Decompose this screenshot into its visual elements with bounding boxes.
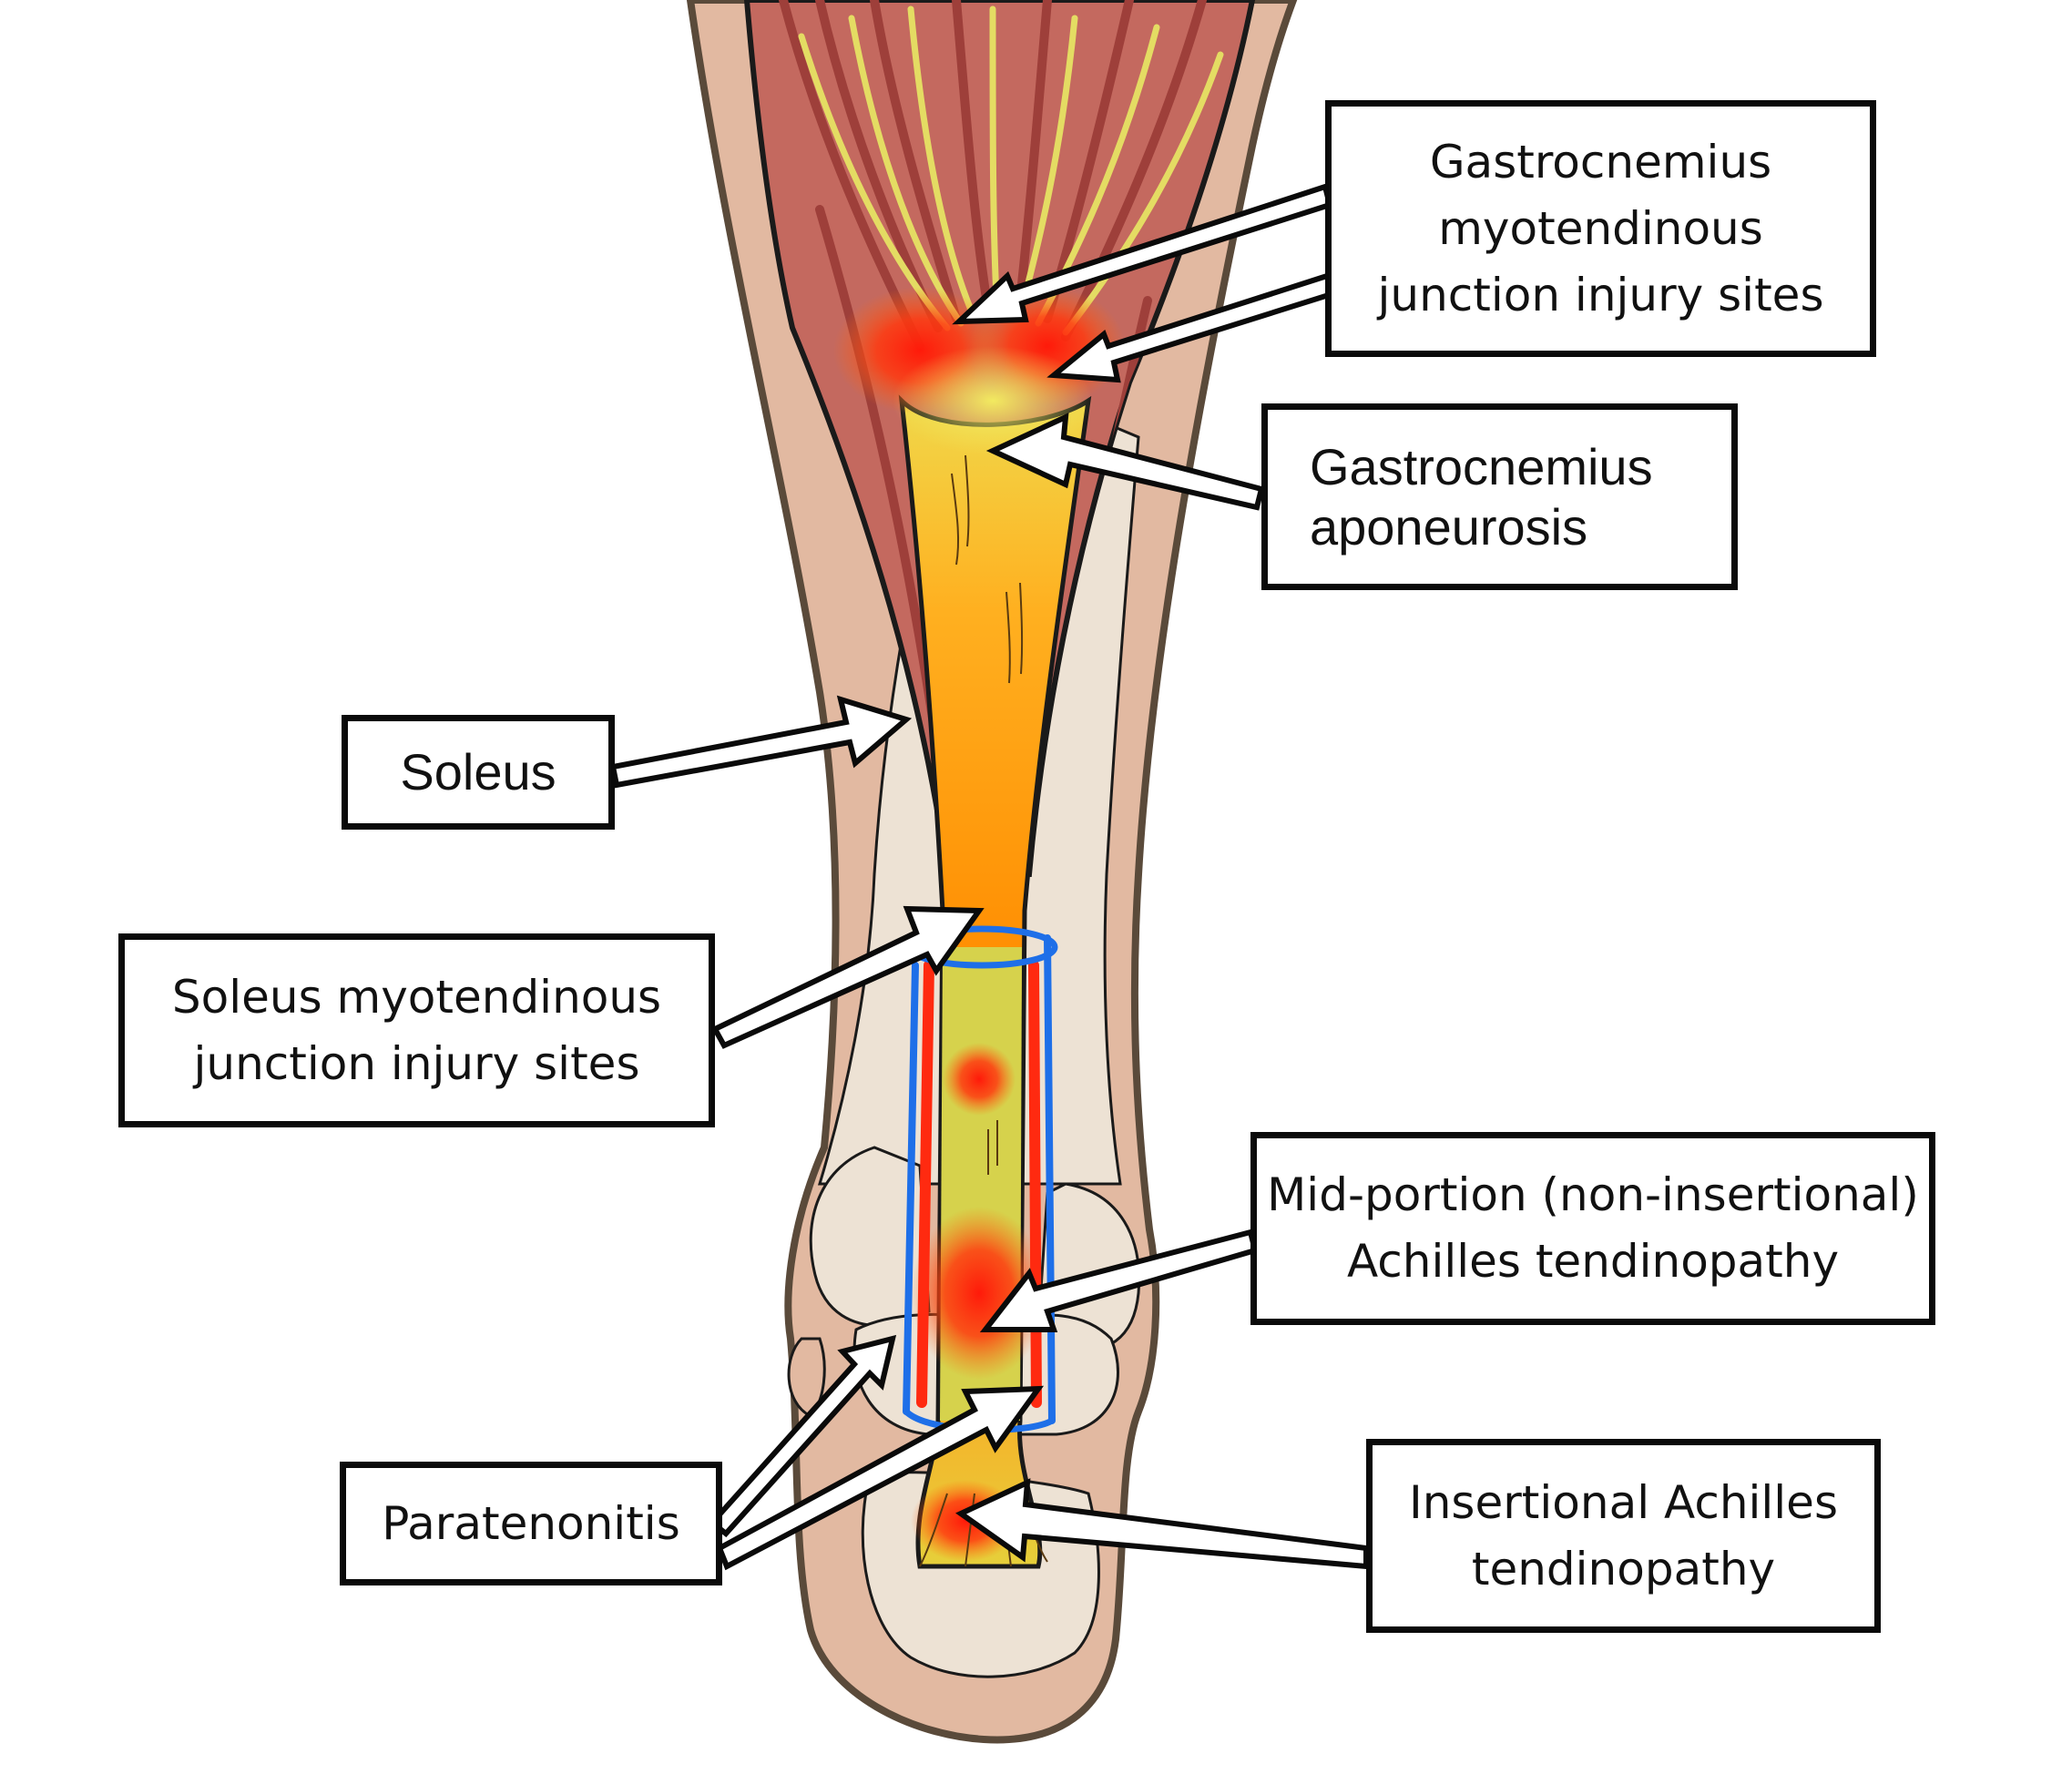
label-midportion-line2: Achilles tendinopathy: [1346, 1235, 1840, 1288]
label-gastrocnemius-aponeurosis: Gastrocnemius aponeurosis: [1261, 403, 1738, 590]
label-soleus-mtj-line1: Soleus myotendinous: [171, 970, 662, 1024]
arrow-soleus-mtj: [710, 905, 985, 1049]
label-gastrocnemius-aponeurosis-line2: aponeurosis: [1310, 497, 1588, 556]
arrow-paratenonitis-2: [716, 1385, 1045, 1571]
arrow-aponeurosis: [985, 413, 1265, 511]
midportion-hotspot-1: [943, 1043, 1016, 1116]
arrow-paratenonitis-1: [708, 1334, 897, 1538]
label-insertional: Insertional Achilles tendinopathy: [1366, 1439, 1881, 1633]
label-gastrocnemius-mtj-line1: Gastrocnemius: [1429, 135, 1772, 189]
midportion-hotspot-2: [911, 1207, 1047, 1380]
label-soleus: Soleus: [342, 715, 615, 830]
label-midportion: Mid-portion (non-insertional) Achilles t…: [1250, 1132, 1935, 1325]
label-paratenonitis: Paratenonitis: [340, 1462, 722, 1585]
label-insertional-line2: tendinopathy: [1471, 1542, 1776, 1596]
label-soleus-text: Soleus: [400, 743, 556, 800]
label-gastrocnemius-aponeurosis-line1: Gastrocnemius: [1310, 437, 1653, 495]
label-soleus-mtj-line2: junction injury sites: [193, 1036, 640, 1090]
label-gastrocnemius-mtj: Gastrocnemius myotendinous junction inju…: [1325, 100, 1876, 357]
label-soleus-mtj: Soleus myotendinous junction injury site…: [118, 933, 715, 1127]
arrow-gastroc-mtj-1: [952, 183, 1333, 325]
arrows: [609, 183, 1369, 1571]
label-midportion-line1: Mid-portion (non-insertional): [1267, 1168, 1919, 1221]
label-gastrocnemius-mtj-line3: junction injury sites: [1377, 268, 1824, 321]
label-paratenonitis-text: Paratenonitis: [382, 1496, 680, 1550]
arrow-insertional: [955, 1478, 1369, 1570]
label-insertional-line1: Insertional Achilles: [1409, 1475, 1838, 1529]
label-gastrocnemius-mtj-line2: myotendinous: [1438, 201, 1763, 255]
arrow-soleus: [609, 695, 913, 789]
arrow-gastroc-mtj-2: [1046, 272, 1335, 383]
arrow-midportion: [979, 1229, 1259, 1332]
